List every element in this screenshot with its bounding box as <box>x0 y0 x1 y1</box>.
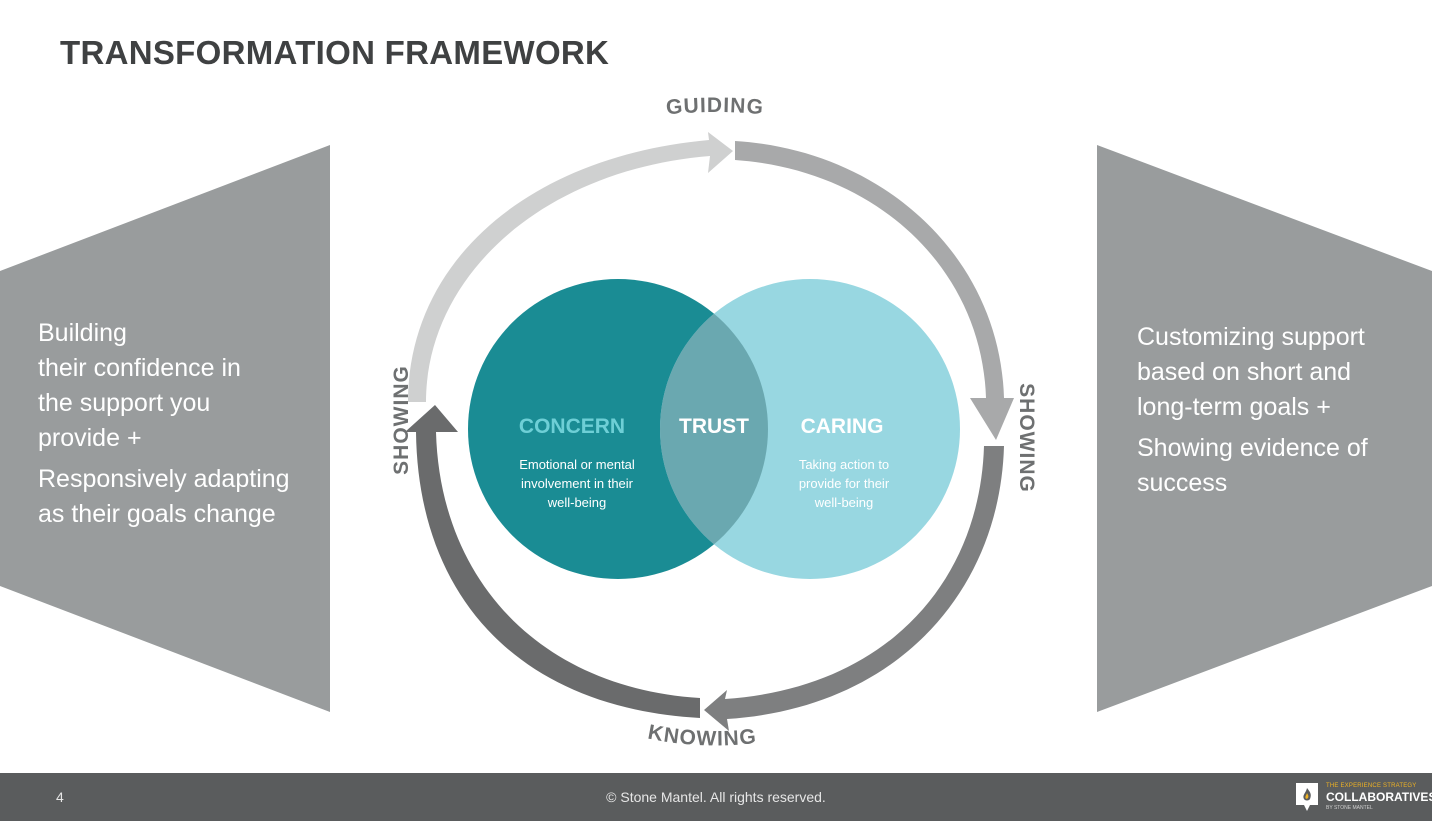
right-line-5: success <box>1137 469 1228 497</box>
right-line-3: long-term goals + <box>1137 393 1331 421</box>
left-panel-text: Building their confidence in the support… <box>38 316 328 532</box>
left-line-6: as their goals change <box>38 500 276 528</box>
logo-icon <box>1296 783 1318 811</box>
concern-desc-1: Emotional or mental <box>519 457 635 472</box>
right-line-4: Showing evidence of <box>1137 434 1368 462</box>
left-line-1: Building <box>38 319 127 347</box>
left-panel-shape <box>0 145 330 712</box>
arrow-bottom-left <box>405 405 700 718</box>
right-panel-text: Customizing support based on short and l… <box>1137 320 1417 501</box>
left-line-5: Responsively adapting <box>38 465 290 493</box>
concern-desc-2: involvement in their <box>521 476 634 491</box>
arrow-bottom-right <box>704 446 1004 731</box>
concern-title: CONCERN <box>519 415 625 438</box>
page-number: 4 <box>56 789 64 805</box>
collaboratives-logo: THE EXPERIENCE STRATEGY COLLABORATIVES B… <box>1294 779 1432 815</box>
framework-diagram: CONCERN TRUST CARING Emotional or mental… <box>0 94 1432 751</box>
cycle-label-left: SHOWING <box>390 365 413 475</box>
arrow-top-left <box>408 132 733 402</box>
logo-name: COLLABORATIVES <box>1326 790 1432 804</box>
left-line-3: the support you <box>38 389 211 417</box>
cycle-label-top: GUIDING <box>665 94 765 119</box>
caring-desc-2: provide for their <box>799 476 890 491</box>
right-line-2: based on short and <box>1137 358 1352 386</box>
caring-desc-3: well-being <box>814 495 874 510</box>
copyright-text: © Stone Mantel. All rights reserved. <box>606 789 826 805</box>
caring-desc-1: Taking action to <box>799 457 889 472</box>
left-line-4: provide + <box>38 424 142 452</box>
logo-byline: BY STONE MANTEL <box>1326 805 1373 811</box>
arrow-top-right <box>735 141 1014 440</box>
cycle-label-bottom: KNOWING <box>646 721 758 751</box>
left-line-2: their confidence in <box>38 354 241 382</box>
footer: 4 © Stone Mantel. All rights reserved. T… <box>0 773 1432 821</box>
trust-title: TRUST <box>679 415 749 438</box>
right-panel-shape <box>1097 145 1432 712</box>
cycle-label-bottom-text: KNOWING <box>646 721 757 751</box>
trust-intersection <box>660 279 768 579</box>
cycle-label-right: SHOWING <box>1015 383 1038 493</box>
logo-tagline: THE EXPERIENCE STRATEGY <box>1326 783 1417 789</box>
slide-title: TRANSFORMATION FRAMEWORK <box>60 34 610 71</box>
concern-desc-3: well-being <box>547 495 607 510</box>
right-line-1: Customizing support <box>1137 323 1365 351</box>
caring-title: CARING <box>801 415 884 438</box>
cycle-label-top-text: GUIDING <box>665 94 764 119</box>
